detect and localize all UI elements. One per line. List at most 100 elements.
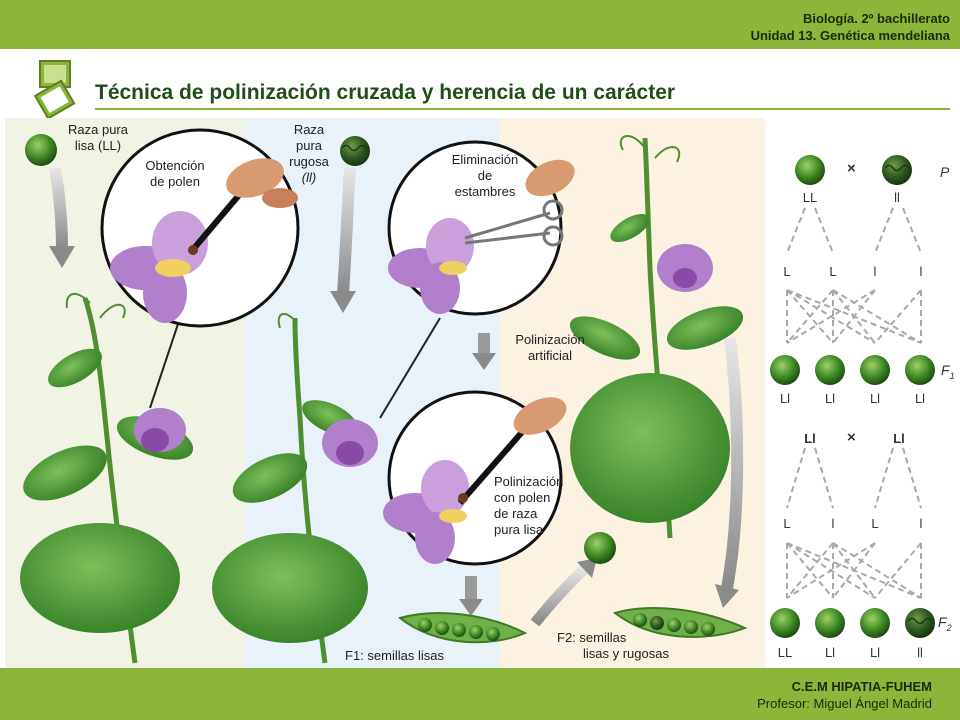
f1-pod-icon (397, 612, 528, 644)
f1-cross-parent-1: Ll (804, 431, 816, 446)
f1-genotype-4: Ll (914, 391, 926, 406)
label-f1-seeds: F1: semillas lisas (345, 648, 444, 663)
wrinkled-parent-plant (212, 313, 378, 664)
zoom-obtaining-pollen (100, 128, 300, 328)
parent-smooth-pea-icon (795, 155, 825, 185)
p-gamete-1: L (783, 264, 791, 279)
f2-genotype-4: ll (917, 645, 923, 660)
zoom-stamen-removal (387, 140, 575, 316)
course-info: Biología. 2º bachillerato Unidad 13. Gen… (751, 10, 950, 44)
label-smooth-parent-line2: lisa (LL) (74, 138, 122, 153)
label-obtaining-pollen: Obtención de polen (135, 158, 215, 190)
cross-symbol-p: × (847, 160, 856, 177)
f2-genotype-1: LL (777, 645, 793, 660)
label-wrinkled-line2: pura (295, 138, 323, 153)
smooth-parent-plant (20, 293, 194, 664)
label-wrinkled-line3: rugosa (289, 154, 329, 169)
label-obtaining-line2: de polen (150, 174, 200, 189)
f2-pea-1-icon (770, 608, 800, 638)
f1-gamete-1: L (783, 516, 791, 531)
label-f2-line1: F2: semillas (557, 630, 627, 645)
school-name: C.E.M HIPATIA-FUHEM (791, 679, 932, 694)
label-artificial-line1: Polinización (515, 332, 585, 347)
label-stamen-line1: Eliminación (451, 152, 519, 167)
label-artificial-line2: artificial (527, 348, 573, 363)
teacher-name: Profesor: Miguel Ángel Madrid (757, 696, 932, 711)
p-gamete-arrows (786, 207, 922, 344)
label-artificial-pollination: Polinización artificial (500, 332, 600, 364)
arrow-plant-to-f2-pod (721, 337, 744, 590)
f1-gamete-3: L (871, 516, 879, 531)
p-gamete-2: L (829, 264, 837, 279)
f1-genotype-1: Ll (779, 391, 791, 406)
arrow-head-5 (577, 558, 597, 578)
f1-seed-icon (584, 532, 616, 564)
mendel-cross-diagram: × P LL ll L L l l F1 Ll Ll Ll Ll Ll × Ll… (765, 118, 960, 668)
arrow-smooth-seed-to-plant (49, 167, 68, 249)
header-bar (0, 0, 960, 49)
parent-genotype-1: LL (802, 190, 818, 205)
label-stamen-removal: Eliminación de estambres (430, 152, 540, 200)
arrow-head-3 (472, 353, 496, 370)
label-f2-line2: lisas y rugosas (583, 646, 669, 661)
arrow-to-f1-pod (465, 576, 477, 601)
offspring-plant (569, 135, 744, 539)
f2-pea-2-icon (815, 608, 845, 638)
label-obtaining-line1: Obtención (145, 158, 205, 173)
pollination-illustration: Raza pura lisa (LL) Obtención de polen R… (5, 118, 765, 668)
parent-genotype-2: ll (894, 190, 900, 205)
label-stamen-line3: estambres (454, 184, 516, 199)
course-line-2: Unidad 13. Genética mendeliana (750, 28, 950, 43)
arrow-wrinkled-seed-to-plant (337, 167, 356, 294)
callout-line-1 (149, 317, 181, 409)
f2-genotype-3: Ll (869, 645, 881, 660)
callout-line-2 (379, 317, 441, 419)
label-smooth-parent-line1: Raza pura (68, 122, 128, 137)
label-cross-line1: Polinización (494, 474, 564, 489)
footer-info: C.E.M HIPATIA-FUHEM Profesor: Miguel Áng… (757, 678, 932, 712)
arrow-head-1 (49, 246, 75, 268)
f2-pod-icon (612, 607, 748, 638)
f1-gamete-4: l (919, 516, 923, 531)
cross-drawing (770, 155, 935, 638)
cross-symbol-f1: × (847, 429, 856, 446)
p-gamete-3: l (873, 264, 877, 279)
label-wrinkled-parent: Raza pura rugosa (ll) (277, 122, 341, 186)
f1-gamete-arrows (786, 447, 922, 599)
label-cross-line4: pura lisa (494, 522, 544, 537)
label-cross-line3: de raza (494, 506, 538, 521)
f1-pea-4-icon (905, 355, 935, 385)
label-f2-seeds: F2: semillas lisas y rugosas (557, 630, 707, 662)
label-stamen-line2: de (477, 168, 493, 183)
arrow-f1-to-seed (530, 564, 589, 627)
f1-pea-2-icon (815, 355, 845, 385)
title-underline (95, 108, 950, 110)
p-gamete-4: l (919, 264, 923, 279)
f2-pea-3-icon (860, 608, 890, 638)
generation-p-label: P (940, 164, 950, 180)
footer-bar (0, 668, 960, 720)
f1-genotype-2: Ll (824, 391, 836, 406)
arrow-head-4 (459, 599, 483, 616)
label-cross-pollination: Polinización con polen de raza pura lisa (494, 474, 574, 538)
label-smooth-parent: Raza pura lisa (LL) (53, 122, 143, 154)
arrow-head-6 (715, 584, 739, 608)
zoom-cross-pollination (383, 390, 567, 566)
generation-f1-label: F1 (941, 362, 955, 381)
label-wrinkled-line4: (ll) (301, 170, 317, 185)
page-title: Técnica de polinización cruzada y herenc… (95, 81, 676, 104)
arrow-to-pollination (478, 333, 490, 355)
arrow-head-2 (330, 291, 356, 313)
label-wrinkled-line1: Raza (293, 122, 325, 137)
f1-genotype-3: Ll (869, 391, 881, 406)
scene-drawing (20, 128, 748, 664)
course-line-1: Biología. 2º bachillerato (802, 11, 950, 26)
label-cross-line2: con polen (494, 490, 551, 505)
f1-cross-parent-2: Ll (893, 431, 905, 446)
slide-logo-icon (34, 60, 76, 118)
generation-f2-label: F2 (938, 614, 952, 633)
smooth-seed-icon (25, 134, 57, 166)
f1-pea-3-icon (860, 355, 890, 385)
f1-gamete-2: l (831, 516, 835, 531)
f2-genotype-2: Ll (824, 645, 836, 660)
